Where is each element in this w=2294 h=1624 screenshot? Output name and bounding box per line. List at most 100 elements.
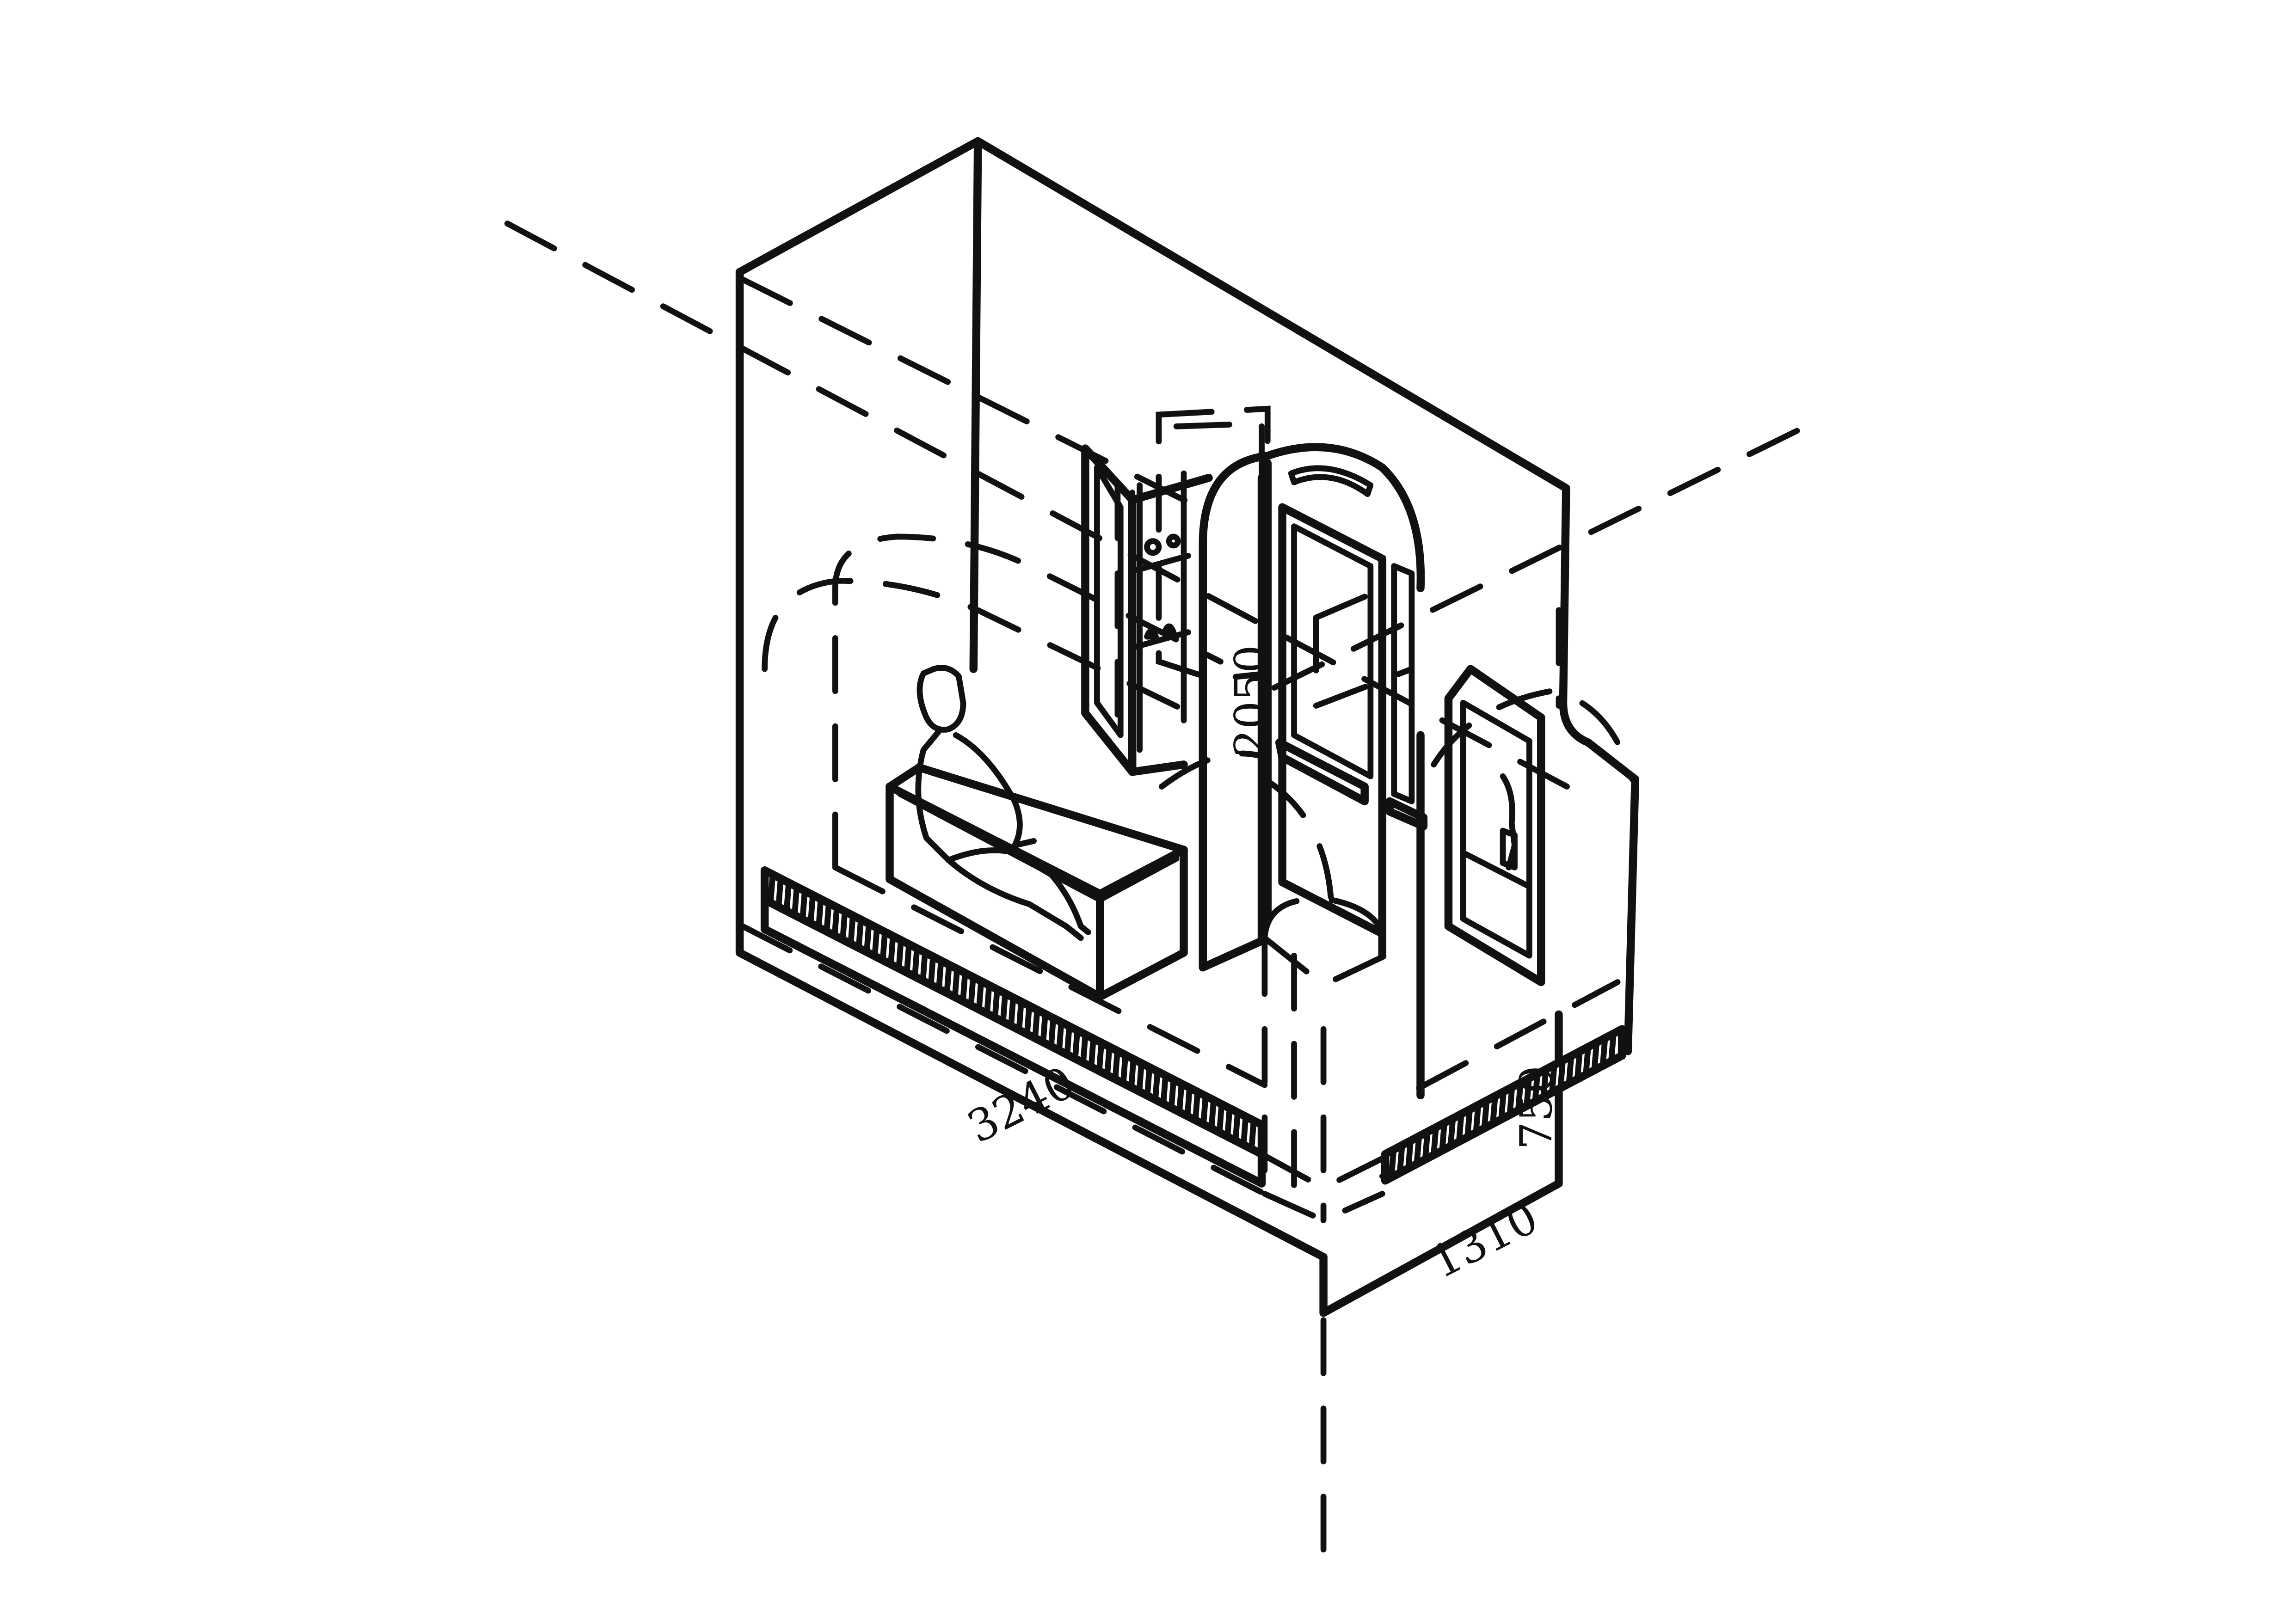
hatch-stroke bbox=[992, 986, 1000, 1022]
hatch-stroke bbox=[1040, 1011, 1048, 1047]
arched-door bbox=[1263, 443, 1428, 960]
hatch-stroke bbox=[1583, 1044, 1591, 1077]
hatch-stroke bbox=[1216, 1101, 1225, 1137]
hatch-stroke bbox=[887, 933, 896, 968]
hidden-shelf-inner bbox=[1173, 420, 1265, 662]
hatch-stroke bbox=[815, 896, 824, 932]
hidden-base-corner bbox=[1261, 1191, 1385, 1224]
hatch-stroke bbox=[783, 880, 792, 915]
door-arch bbox=[1263, 443, 1425, 592]
slab-right-hatching bbox=[1388, 1030, 1617, 1179]
transom-window bbox=[1288, 465, 1374, 497]
door-sill bbox=[1385, 797, 1428, 831]
hatch-stroke bbox=[1208, 1097, 1217, 1133]
hatch-stroke bbox=[1008, 994, 1016, 1030]
door-side-panel bbox=[1391, 563, 1415, 804]
hidden-circle-floor bbox=[1261, 896, 1389, 989]
hatch-stroke bbox=[1608, 1030, 1617, 1063]
hatch-stroke bbox=[1414, 1133, 1422, 1166]
hatch-stroke bbox=[1481, 1097, 1490, 1130]
hatch-stroke bbox=[1024, 1003, 1033, 1038]
axis-line-right bbox=[1264, 428, 1800, 694]
right-window bbox=[1444, 665, 1545, 987]
hatch-stroke bbox=[1152, 1068, 1161, 1104]
hatch-stroke bbox=[1507, 1084, 1515, 1117]
hatch-stroke bbox=[1104, 1043, 1113, 1079]
hatch-stroke bbox=[1144, 1064, 1153, 1100]
hatch-stroke bbox=[928, 953, 936, 989]
figure-torso bbox=[915, 729, 1091, 935]
hatch-stroke bbox=[1431, 1124, 1439, 1157]
window-inner bbox=[1460, 699, 1532, 959]
hidden-plane bbox=[1313, 592, 1415, 710]
figure-arm bbox=[953, 732, 1037, 849]
hatch-stroke bbox=[800, 888, 808, 924]
hatch-stroke bbox=[1540, 1066, 1549, 1099]
outer-box bbox=[735, 137, 1640, 1317]
hatch-stroke bbox=[1120, 1052, 1129, 1088]
hatch-stroke bbox=[1439, 1120, 1448, 1152]
hatch-stroke bbox=[1422, 1128, 1431, 1161]
hatch-stroke bbox=[879, 929, 888, 964]
hidden-curve-b bbox=[1158, 750, 1268, 790]
wall-cabinet bbox=[1081, 444, 1213, 776]
hatch-stroke bbox=[1557, 1057, 1566, 1090]
bath-tub bbox=[886, 763, 1188, 1001]
hatch-stroke bbox=[976, 978, 984, 1014]
hatch-stroke bbox=[807, 892, 816, 927]
hatch-stroke bbox=[831, 904, 840, 940]
hatch-stroke bbox=[872, 925, 880, 960]
hatch-stroke bbox=[1240, 1113, 1249, 1149]
hatch-stroke bbox=[1128, 1056, 1137, 1091]
jar-icon bbox=[1144, 623, 1177, 640]
hatch-stroke bbox=[824, 900, 832, 936]
hidden-platform-right bbox=[1416, 979, 1621, 1091]
hidden-vault-inner bbox=[832, 533, 1224, 870]
slab-left-hatching bbox=[767, 871, 1257, 1153]
cabinet-edges bbox=[1128, 473, 1213, 776]
hidden-base-left bbox=[739, 923, 1268, 1197]
hatch-stroke bbox=[1574, 1048, 1583, 1081]
dimension-height: 750 bbox=[1511, 1066, 1562, 1150]
hatch-stroke bbox=[1524, 1075, 1532, 1108]
hatch-stroke bbox=[944, 962, 952, 997]
axis-line-left bbox=[504, 221, 1584, 797]
hatch-stroke bbox=[863, 920, 872, 956]
floor-slab-right bbox=[1381, 1025, 1626, 1185]
shower-hose-icon bbox=[1500, 773, 1518, 870]
outer-top-and-right-edge bbox=[735, 137, 1640, 1055]
window-ledge bbox=[1460, 850, 1532, 890]
hidden-floor-edge bbox=[832, 864, 1268, 1088]
hatch-stroke bbox=[1549, 1062, 1557, 1095]
cabinet-shelves bbox=[1132, 552, 1191, 650]
dimension-door-height: 2050 bbox=[1225, 645, 1277, 757]
shower-head-icon bbox=[1500, 827, 1518, 870]
hatch-stroke bbox=[1112, 1048, 1120, 1084]
hidden-shelf-box bbox=[1156, 405, 1271, 682]
dimension-width: 1310 bbox=[1423, 1192, 1546, 1288]
hatch-stroke bbox=[1192, 1089, 1201, 1124]
hatch-stroke bbox=[1000, 990, 1009, 1026]
figure-legs bbox=[945, 857, 1084, 941]
hatch-stroke bbox=[855, 916, 864, 952]
figure-head bbox=[916, 665, 966, 733]
hatch-stroke bbox=[791, 883, 800, 919]
bottle-icon bbox=[1144, 538, 1162, 556]
floor-slab-left bbox=[760, 866, 1266, 1188]
cabinet-door-panel bbox=[1094, 465, 1124, 738]
outer-bottom-edge bbox=[735, 268, 1563, 1317]
hatch-stroke bbox=[1032, 1007, 1040, 1042]
hatch-stroke bbox=[1232, 1109, 1241, 1145]
hatch-stroke bbox=[839, 908, 848, 944]
partition-thickness bbox=[1199, 473, 1266, 972]
hatch-stroke bbox=[1397, 1142, 1405, 1175]
hatch-stroke bbox=[1096, 1040, 1105, 1075]
hatch-stroke bbox=[1064, 1023, 1072, 1059]
hatch-stroke bbox=[1224, 1105, 1233, 1141]
hatch-stroke bbox=[767, 871, 776, 907]
hatch-stroke bbox=[1056, 1019, 1064, 1055]
hatch-stroke bbox=[1490, 1093, 1498, 1126]
hatch-stroke bbox=[1464, 1106, 1473, 1139]
hatch-stroke bbox=[1160, 1072, 1169, 1108]
